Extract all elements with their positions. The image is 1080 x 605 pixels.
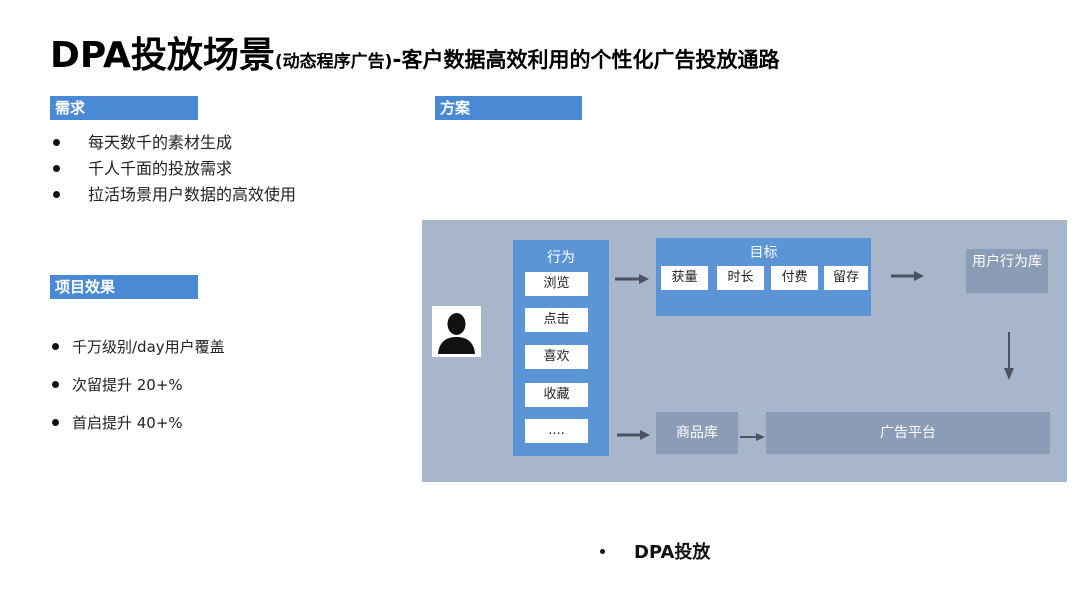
- bullet-icon: [53, 165, 60, 172]
- behavior-item: 收藏: [525, 383, 588, 407]
- behavior-item: ....: [525, 419, 588, 443]
- behavior-item: 喜欢: [525, 345, 588, 369]
- footer-caption: DPA投放: [600, 538, 710, 564]
- ad-platform: 广告平台: [766, 412, 1050, 454]
- arrow-right-icon: [615, 274, 649, 284]
- list-item: 次留提升 20+%: [50, 373, 225, 411]
- list-item: 千人千面的投放需求: [50, 156, 296, 182]
- goal-item: 获量: [661, 266, 708, 290]
- bullet-icon: [52, 343, 59, 350]
- behavior-item: 点击: [525, 308, 588, 332]
- bullet-icon: [53, 191, 60, 198]
- footer-text: DPA投放: [634, 542, 711, 563]
- title-main: DPA投放场景: [50, 35, 275, 76]
- bullet-icon: [53, 139, 60, 146]
- effects-list: 千万级别/day用户覆盖 次留提升 20+% 首启提升 40+%: [50, 335, 225, 449]
- arrow-right-icon: [891, 271, 924, 281]
- behavior-item: 浏览: [525, 272, 588, 296]
- bullet-icon: [52, 381, 59, 388]
- arrow-right-icon: [617, 430, 650, 440]
- product-db: 商品库: [656, 412, 738, 454]
- needs-list: 每天数千的素材生成 千人千面的投放需求 拉活场景用户数据的高效使用: [50, 130, 296, 208]
- effects-label: 项目效果: [50, 275, 198, 299]
- goals-title: 目标: [749, 245, 778, 261]
- list-item: 千万级别/day用户覆盖: [50, 335, 225, 373]
- title-separator: -: [392, 48, 402, 73]
- list-item: 拉活场景用户数据的高效使用: [50, 182, 296, 208]
- user-behavior-db: 用户行为库: [966, 249, 1048, 293]
- behavior-title: 行为: [547, 250, 575, 266]
- goal-item: 留存: [824, 266, 868, 290]
- needs-label: 需求: [50, 96, 198, 120]
- list-item: 每天数千的素材生成: [50, 130, 296, 156]
- person-silhouette-icon: [432, 306, 481, 357]
- solution-label: 方案: [435, 96, 582, 120]
- arrow-down-icon: [1004, 332, 1014, 380]
- title-sub: (动态程序广告): [274, 52, 393, 72]
- bullet-icon: [600, 548, 605, 554]
- title-tail: 客户数据高效利用的个性化广告投放通路: [401, 48, 780, 72]
- goal-item: 时长: [717, 266, 764, 290]
- list-item: 首启提升 40+%: [50, 411, 225, 449]
- goal-item: 付费: [771, 266, 818, 290]
- bullet-icon: [52, 419, 59, 426]
- arrow-right-icon: [740, 433, 765, 441]
- page-title: DPA投放场景(动态程序广告)-客户数据高效利用的个性化广告投放通路: [50, 26, 780, 78]
